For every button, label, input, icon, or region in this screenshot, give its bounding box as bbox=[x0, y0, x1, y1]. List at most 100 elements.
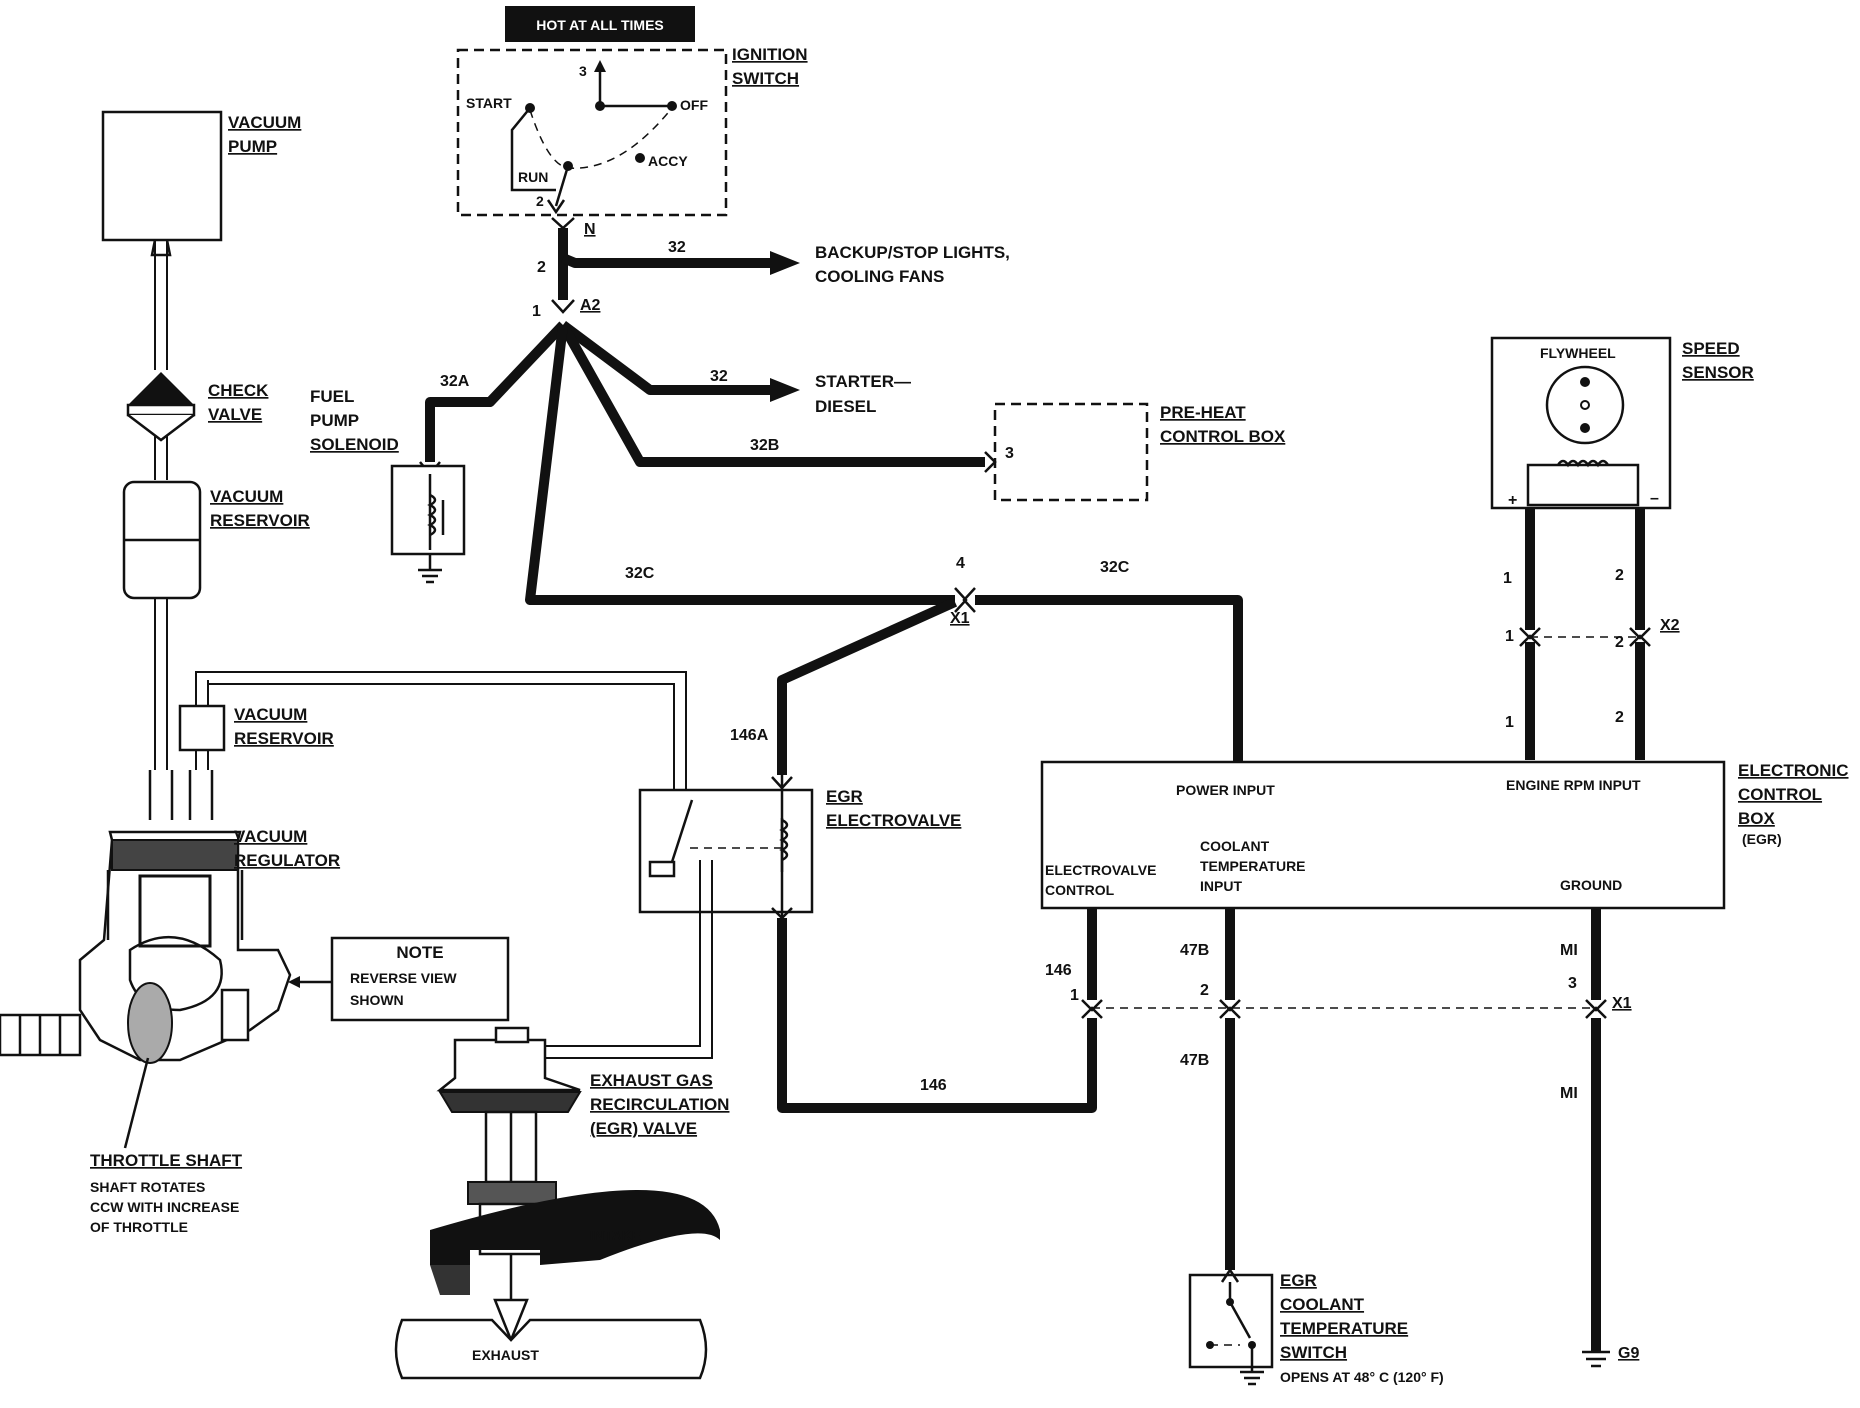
wire-32c-left-label: 32C bbox=[625, 565, 655, 582]
connector-x1-top: X1 bbox=[950, 610, 970, 627]
ecb-coolant-3: INPUT bbox=[1200, 878, 1242, 894]
ecb-title-2: CONTROL bbox=[1738, 785, 1822, 804]
throttle-title: THROTTLE SHAFT bbox=[90, 1151, 243, 1170]
x2-pin-2: 2 bbox=[1615, 634, 1624, 651]
ignition-switch: 3 2 START OFF ACCY RUN IGNITION SWITCH bbox=[456, 45, 808, 217]
speed-title-2: SENSOR bbox=[1682, 363, 1754, 382]
check-valve-title-1: CHECK bbox=[208, 381, 269, 400]
connector-x1-bottom: X1 bbox=[1612, 995, 1632, 1012]
speed-wire-1-bottom: 1 bbox=[1505, 714, 1514, 731]
ecb-electrovalve-2: CONTROL bbox=[1045, 882, 1115, 898]
solenoid-label-2: PUMP bbox=[310, 411, 359, 430]
speed-sensor: FLYWHEEL + – SPEED SENSOR 1 2 1 2 X2 1 2 bbox=[1490, 336, 1754, 760]
wire-32-label-a: 32 bbox=[668, 239, 686, 256]
throttle-shaft-label: THROTTLE SHAFT SHAFT ROTATES CCW WITH IN… bbox=[90, 1057, 243, 1235]
note-title: NOTE bbox=[396, 943, 443, 962]
dest-diesel: DIESEL bbox=[815, 397, 876, 416]
dest-starter: STARTER— bbox=[815, 372, 911, 391]
ecb-electrovalve-1: ELECTROVALVE bbox=[1045, 862, 1157, 878]
flywheel-label: FLYWHEEL bbox=[1540, 345, 1616, 361]
ecb-title-3: BOX bbox=[1738, 809, 1776, 828]
wire-mi-top: MI bbox=[1560, 942, 1578, 959]
hot-at-all-times-banner: HOT AT ALL TIMES bbox=[505, 6, 695, 42]
throttle-desc-3: OF THROTTLE bbox=[90, 1219, 188, 1235]
ecb-ground: GROUND bbox=[1560, 877, 1622, 893]
wire-32-label-b: 32 bbox=[710, 368, 728, 385]
coolant-switch-title-4: SWITCH bbox=[1280, 1343, 1347, 1362]
vacuum-reservoir-1: VACUUM RESERVOIR bbox=[122, 480, 310, 600]
egr-electrovalve-title-1: EGR bbox=[826, 787, 863, 806]
note-line-2: REVERSE VIEW bbox=[350, 970, 457, 986]
ecb-coolant-2: TEMPERATURE bbox=[1200, 858, 1306, 874]
vacuum-reservoir-2: VACUUM RESERVOIR bbox=[178, 704, 334, 752]
x1-pin-3: 3 bbox=[1568, 975, 1577, 992]
ecb-title-sub: (EGR) bbox=[1742, 831, 1782, 847]
check-valve-title-2: VALVE bbox=[208, 405, 262, 424]
check-valve: CHECK VALVE bbox=[126, 372, 269, 442]
connector-n: N bbox=[584, 221, 596, 238]
preheat-control-box: 3 PRE-HEAT CONTROL BOX bbox=[984, 402, 1286, 502]
ecb-power-input: POWER INPUT bbox=[1176, 782, 1275, 798]
wire-32b-label: 32B bbox=[750, 437, 779, 454]
pin-4: 4 bbox=[956, 555, 965, 572]
connector-a2: A2 bbox=[580, 297, 601, 314]
speed-wire-2-top: 2 bbox=[1615, 567, 1624, 584]
solenoid-label-3: SOLENOID bbox=[310, 435, 399, 454]
egr-valve: INTAKE EXHAUST EXHAUST GAS RECIRCULATION… bbox=[394, 1026, 729, 1380]
preheat-title-1: PRE-HEAT bbox=[1160, 403, 1246, 422]
exhaust-label: EXHAUST bbox=[472, 1347, 539, 1363]
egr-electrovalve: EGR ELECTROVALVE bbox=[638, 775, 961, 920]
pos-run: RUN bbox=[518, 169, 548, 185]
speed-title-1: SPEED bbox=[1682, 339, 1740, 358]
terminal-3: 3 bbox=[579, 63, 587, 79]
regulator-title-2: REGULATOR bbox=[234, 851, 340, 870]
reservoir-2-title-1: VACUUM bbox=[234, 705, 307, 724]
wire-146a-label: 146A bbox=[730, 727, 769, 744]
wire-32c-right-label: 32C bbox=[1100, 559, 1130, 576]
speed-wire-1-top: 1 bbox=[1503, 570, 1512, 587]
vacuum-pump-title-1: VACUUM bbox=[228, 113, 301, 132]
wire-mi-bottom: MI bbox=[1560, 1085, 1578, 1102]
wire-146-label: 146 bbox=[1045, 962, 1072, 979]
preheat-title-2: CONTROL BOX bbox=[1160, 427, 1286, 446]
ignition-title-1: IGNITION bbox=[732, 45, 808, 64]
vacuum-hoses bbox=[154, 240, 713, 1059]
throttle-desc-1: SHAFT ROTATES bbox=[90, 1179, 205, 1195]
reservoir-1-title-1: VACUUM bbox=[210, 487, 283, 506]
pos-accy: ACCY bbox=[648, 153, 688, 169]
dest-fans: COOLING FANS bbox=[815, 267, 944, 286]
egr-coolant-temperature-switch: EGR COOLANT TEMPERATURE SWITCH OPENS AT … bbox=[1188, 1267, 1444, 1386]
reservoir-2-title-2: RESERVOIR bbox=[234, 729, 334, 748]
vacuum-pump-title-2: PUMP bbox=[228, 137, 277, 156]
intake-label: INTAKE bbox=[590, 1227, 641, 1243]
x1-pin-2: 2 bbox=[1200, 982, 1209, 999]
vacuum-regulator: VACUUM REGULATOR bbox=[0, 770, 340, 1064]
ecb-title-1: ELECTRONIC bbox=[1738, 761, 1849, 780]
banner-text: HOT AT ALL TIMES bbox=[536, 17, 664, 33]
egr-valve-title-1: EXHAUST GAS bbox=[590, 1071, 713, 1090]
pos-off: OFF bbox=[680, 97, 708, 113]
ground-g9: G9 bbox=[1618, 1345, 1639, 1362]
ecb-rpm-input: ENGINE RPM INPUT bbox=[1506, 777, 1641, 793]
note-line-3: SHOWN bbox=[350, 992, 404, 1008]
dest-backup: BACKUP/STOP LIGHTS, bbox=[815, 243, 1010, 262]
terminal-2: 2 bbox=[536, 193, 544, 209]
regulator-title-1: VACUUM bbox=[234, 827, 307, 846]
coolant-switch-note: OPENS AT 48° C (120° F) bbox=[1280, 1369, 1444, 1385]
wire-146-harness: 146A 146 146 1 47B 2 47B MI 3 X1 MI G9 bbox=[730, 597, 1639, 1368]
coolant-switch-title-2: COOLANT bbox=[1280, 1295, 1365, 1314]
sensor-minus: – bbox=[1650, 490, 1659, 507]
wire-32a-label: 32A bbox=[440, 373, 470, 390]
egr-electrovalve-title-2: ELECTROVALVE bbox=[826, 811, 961, 830]
speed-wire-2-bottom: 2 bbox=[1615, 709, 1624, 726]
x1-pin-1: 1 bbox=[1070, 987, 1079, 1004]
electronic-control-box: POWER INPUT ENGINE RPM INPUT ELECTROVALV… bbox=[1040, 760, 1849, 910]
preheat-pin-3: 3 bbox=[1005, 445, 1014, 462]
egr-valve-title-3: (EGR) VALVE bbox=[590, 1119, 697, 1138]
solenoid-label-1: FUEL bbox=[310, 387, 354, 406]
vacuum-pump: VACUUM PUMP bbox=[101, 110, 301, 257]
sensor-plus: + bbox=[1508, 492, 1517, 509]
fuel-pump-solenoid: FUEL PUMP SOLENOID bbox=[310, 387, 466, 584]
coolant-switch-title-3: TEMPERATURE bbox=[1280, 1319, 1408, 1338]
